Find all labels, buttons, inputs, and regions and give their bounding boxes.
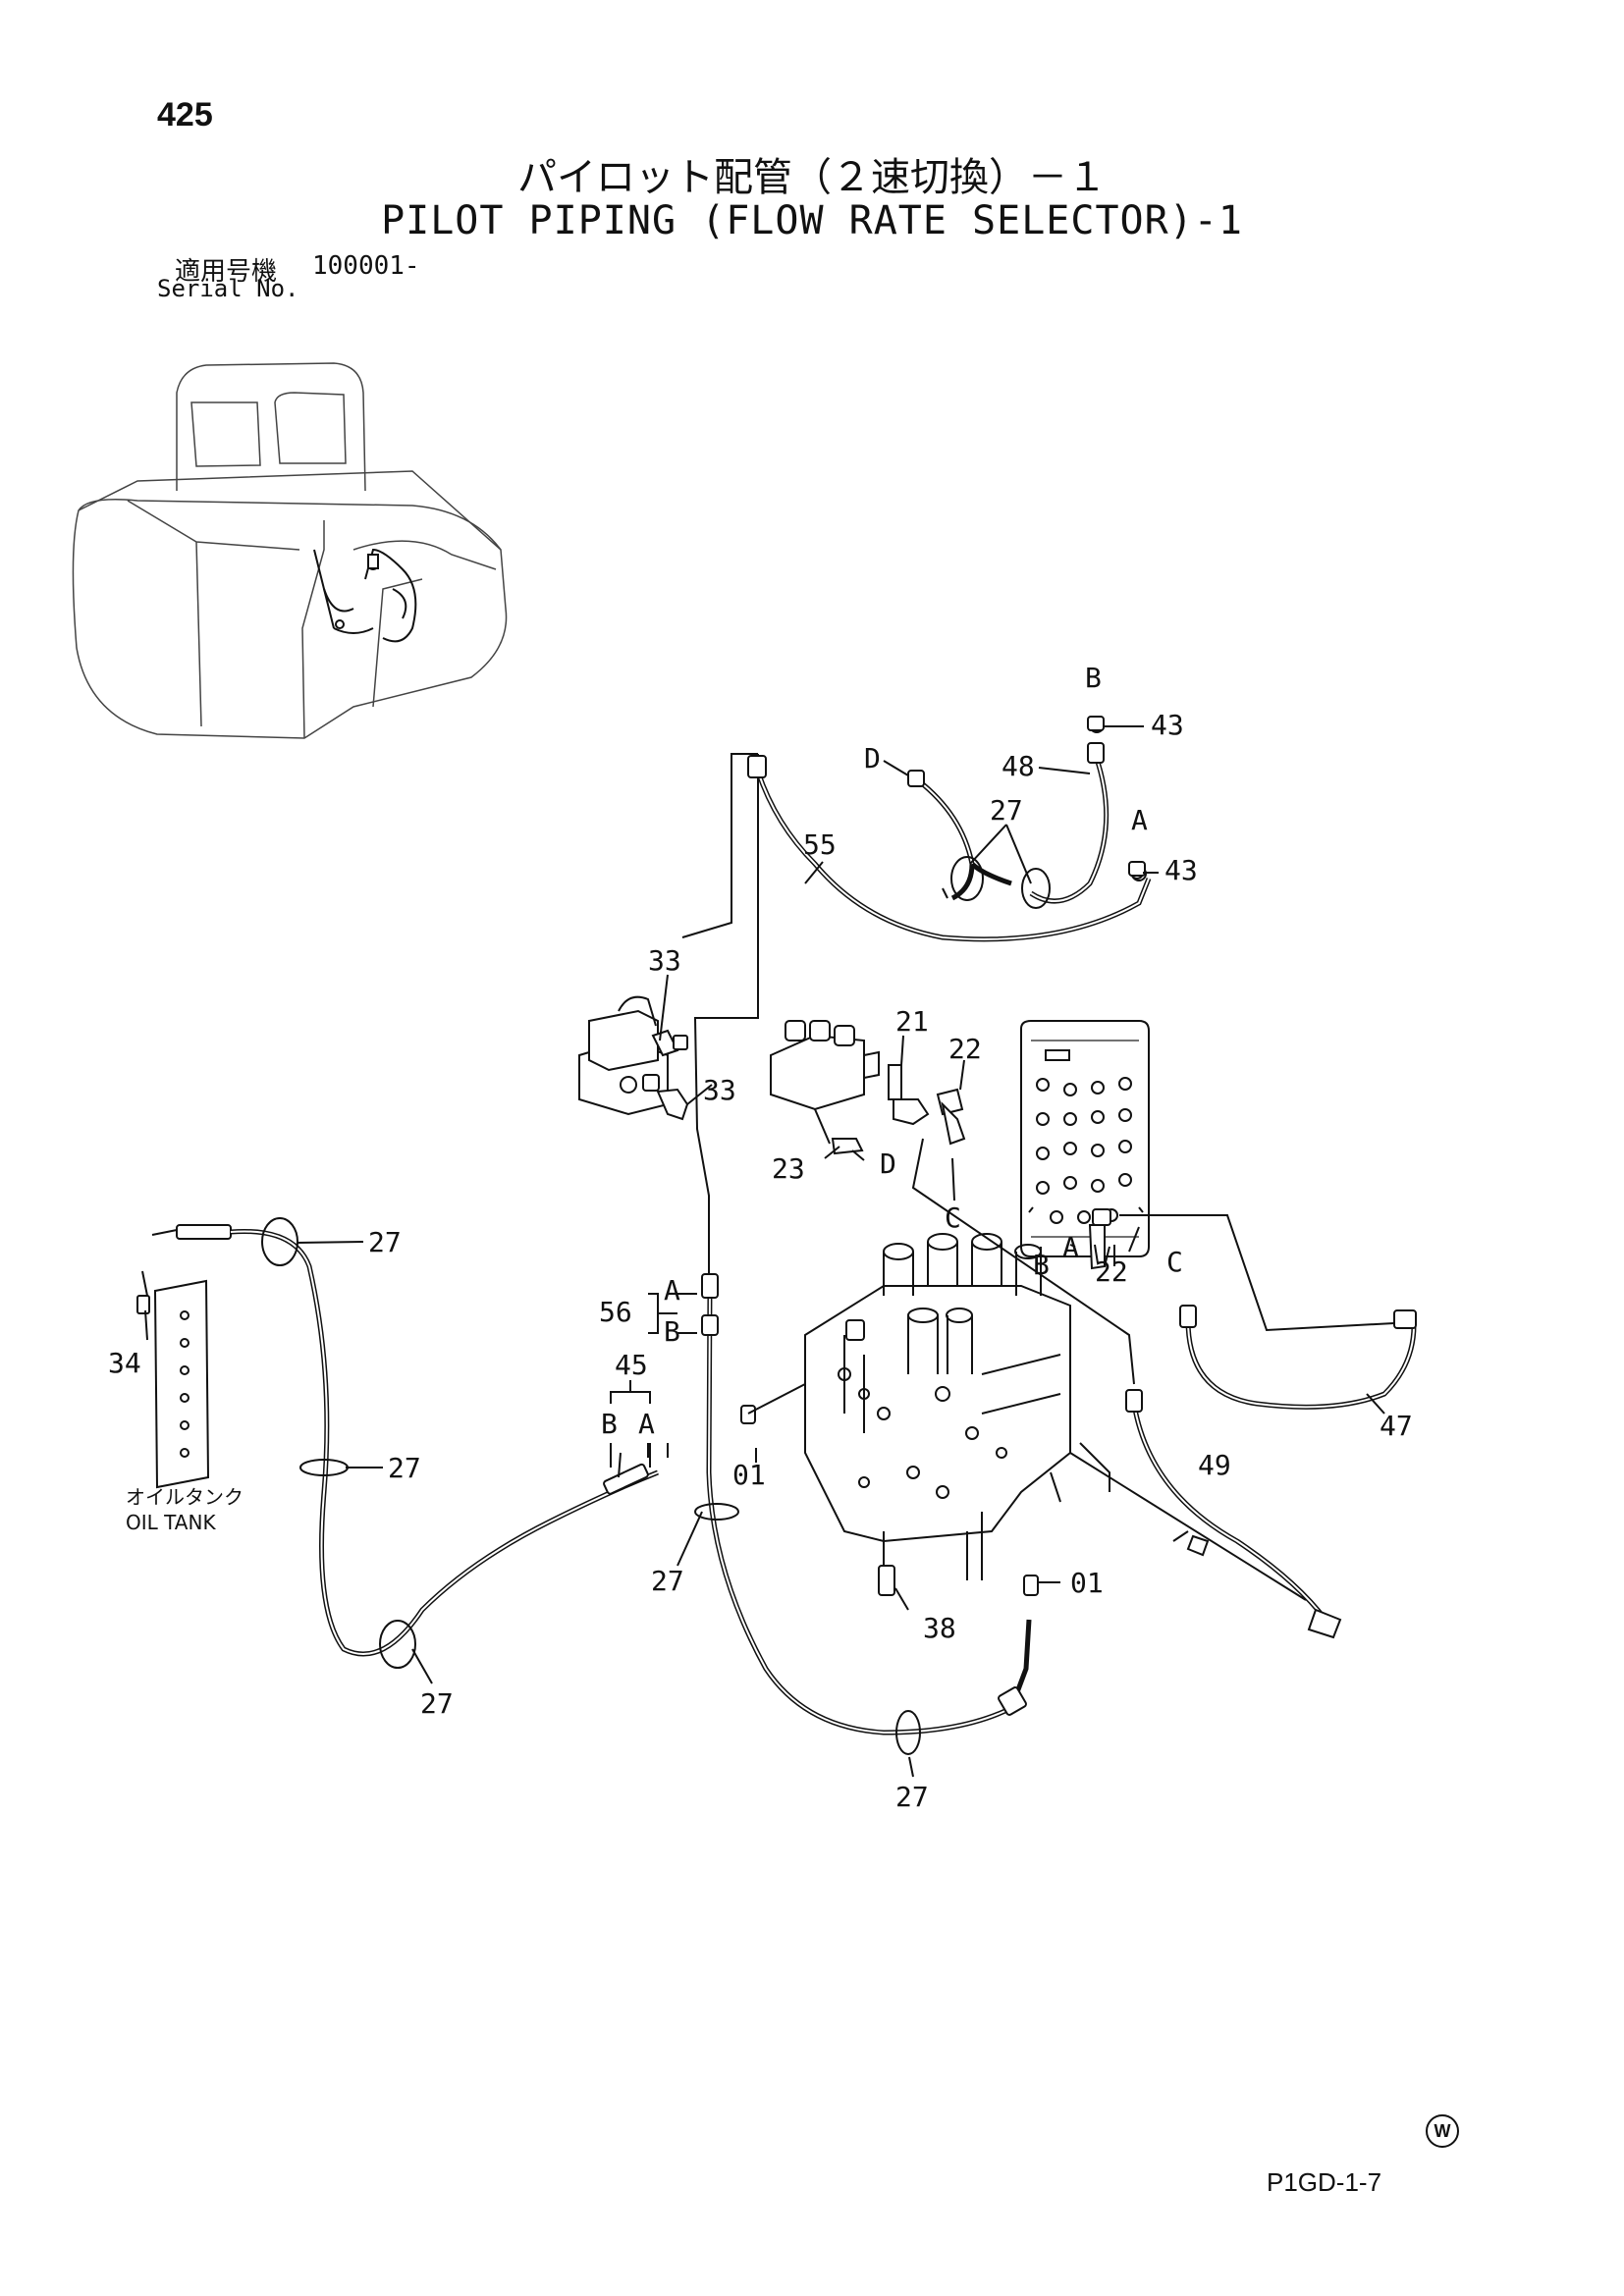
callout-33-lower: 33 (703, 1074, 736, 1106)
hose-55 (681, 753, 1152, 1276)
oil-tank-bracket (136, 1270, 210, 1489)
page-title-japanese: パイロット配管（２速切換）－１ (517, 155, 1107, 200)
callout-43-lower: 43 (1164, 854, 1198, 886)
solenoid-valve-block (578, 995, 689, 1121)
port-letter-c-mid: C (945, 1201, 961, 1234)
serial-label-japanese: 適用号機 (175, 257, 278, 287)
callout-43-upper: 43 (1151, 709, 1184, 741)
callout-56: 56 (599, 1296, 632, 1328)
hose-56 (694, 1273, 1032, 1755)
serial-number-value: 100001- (312, 251, 420, 281)
leader-lines (144, 725, 1385, 1778)
port-letter-b-pcv: B (1033, 1249, 1050, 1281)
hose-49 (911, 1138, 1342, 1639)
serial-label-english: Serial No. (157, 275, 299, 302)
port-letter-a-top: A (1131, 804, 1148, 836)
hose-d-with-clamps (907, 770, 1051, 909)
callout-01-right: 01 (1070, 1567, 1104, 1599)
port-letter-c-right: C (1166, 1246, 1183, 1278)
port-letter-b-45: B (601, 1408, 618, 1440)
callout-27-bottom: 27 (895, 1781, 929, 1813)
pilot-valve-assembly (770, 1020, 966, 1155)
callout-33-upper: 33 (648, 944, 681, 977)
callout-55: 55 (803, 828, 837, 861)
callout-01-center: 01 (732, 1459, 766, 1491)
page-number: 425 (157, 96, 213, 133)
callout-38: 38 (923, 1612, 956, 1644)
callout-45: 45 (615, 1349, 648, 1381)
hose-47 (1119, 1214, 1417, 1410)
callout-27-left-mid: 27 (388, 1452, 421, 1484)
callout-22-lower: 22 (1095, 1255, 1128, 1288)
callout-47: 47 (1380, 1410, 1413, 1442)
callout-21: 21 (895, 1005, 929, 1038)
port-letter-d-mid: D (880, 1148, 896, 1180)
page-title-english: PILOT PIPING (FLOW RATE SELECTOR)-1 (381, 198, 1243, 243)
page-code: P1GD-1-7 (1267, 2167, 1382, 2197)
callout-numbers: 43 43 48 27 55 33 33 21 22 23 22 27 27 2… (108, 709, 1413, 1813)
port-letter-d-top: D (864, 742, 881, 774)
callout-27-left-top: 27 (368, 1226, 402, 1258)
port-letter-b-top: B (1085, 662, 1102, 694)
w-mark-icon: W (1426, 2114, 1459, 2148)
main-control-valve (804, 1233, 1110, 1596)
callout-27-left-bottom: 27 (420, 1687, 454, 1720)
oil-tank-label-japanese: オイルタンク (126, 1485, 244, 1509)
callout-49: 49 (1198, 1449, 1231, 1481)
port-letter-b-56: B (664, 1315, 680, 1348)
hose-left-long (151, 1217, 669, 1669)
fittings (642, 716, 1146, 1226)
callout-48: 48 (1001, 750, 1035, 782)
port-letter-a-45: A (638, 1408, 655, 1440)
oil-tank-label-english: OIL TANK (126, 1511, 216, 1534)
callout-34: 34 (108, 1347, 141, 1379)
callout-23: 23 (772, 1152, 805, 1185)
callout-27-upper: 27 (990, 794, 1023, 827)
port-letter-a-56: A (664, 1274, 680, 1307)
port-letter-a-pcv: A (1062, 1231, 1079, 1263)
port-letters: B A D D C B A C A B B A (601, 662, 1183, 1440)
callout-27-center: 27 (651, 1565, 684, 1597)
callout-22-upper: 22 (948, 1033, 982, 1065)
pilot-control-valve (1020, 1020, 1150, 1270)
excavator-overview-drawing (72, 362, 508, 739)
